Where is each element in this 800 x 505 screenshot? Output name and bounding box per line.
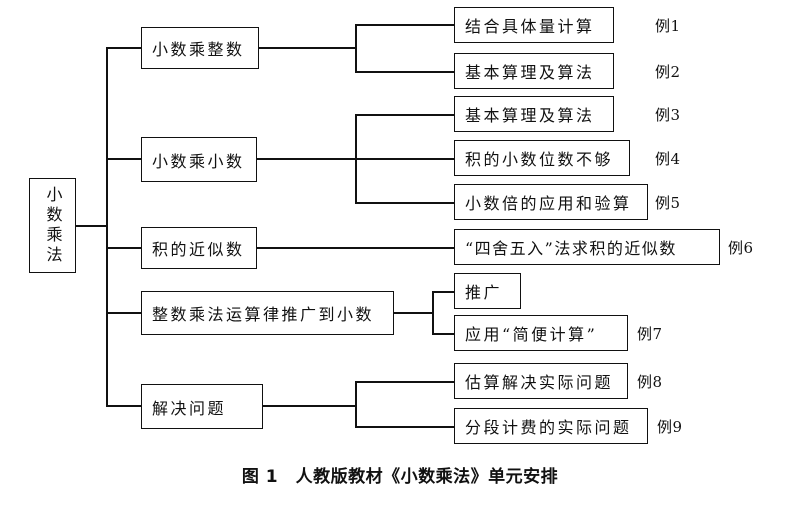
connector-line [432,333,455,335]
example-label: 例6 [728,239,754,257]
example-label: 例5 [655,194,681,212]
connector-line [258,47,356,49]
leaf-node: 结合具体量计算 [454,7,614,43]
connector-line [106,247,142,249]
connector-line [355,381,455,383]
connector-line [262,405,356,407]
connector-line [75,225,107,227]
leaf-node: 推广 [454,273,521,309]
connector-line [355,24,455,26]
leaf-node: 基本算理及算法 [454,96,614,132]
example-label: 例8 [637,373,663,391]
example-label: 例3 [655,106,681,124]
leaf-node: 积的小数位数不够 [454,140,630,176]
leaf-node: 应用“简便计算” [454,315,628,351]
branch-node-approximate-product: 积的近似数 [141,227,257,269]
connector-line [256,247,456,249]
leaf-node: 基本算理及算法 [454,53,614,89]
connector-line [355,71,455,73]
connector-line [393,312,433,314]
example-label: 例1 [655,17,681,35]
connector-line [106,158,142,160]
connector-line [355,114,455,116]
connector-line [106,405,142,407]
connector-line [432,291,434,334]
connector-line [355,426,455,428]
connector-line [355,24,357,72]
branch-node-decimal-times-decimal: 小数乘小数 [141,137,257,182]
leaf-node: “四舍五入”法求积的近似数 [454,229,720,265]
connector-line [355,114,357,203]
connector-line [355,202,455,204]
leaf-node: 分段计费的实际问题 [454,408,648,444]
figure-caption: 图 1 人教版教材《小数乘法》单元安排 [241,467,559,487]
example-label: 例9 [657,418,683,436]
leaf-node: 估算解决实际问题 [454,363,628,399]
root-node: 小数乘法 [29,178,76,273]
connector-line [106,47,142,49]
connector-line [106,47,108,405]
example-label: 例7 [637,325,663,343]
leaf-node: 小数倍的应用和验算 [454,184,648,220]
connector-line [355,381,357,427]
branch-node-laws-extension: 整数乘法运算律推广到小数 [141,291,394,335]
connector-line [432,291,455,293]
example-label: 例2 [655,63,681,81]
branch-node-problem-solving: 解决问题 [141,384,263,429]
connector-line [106,312,142,314]
example-label: 例4 [655,150,681,168]
branch-node-decimal-times-integer: 小数乘整数 [141,27,259,69]
